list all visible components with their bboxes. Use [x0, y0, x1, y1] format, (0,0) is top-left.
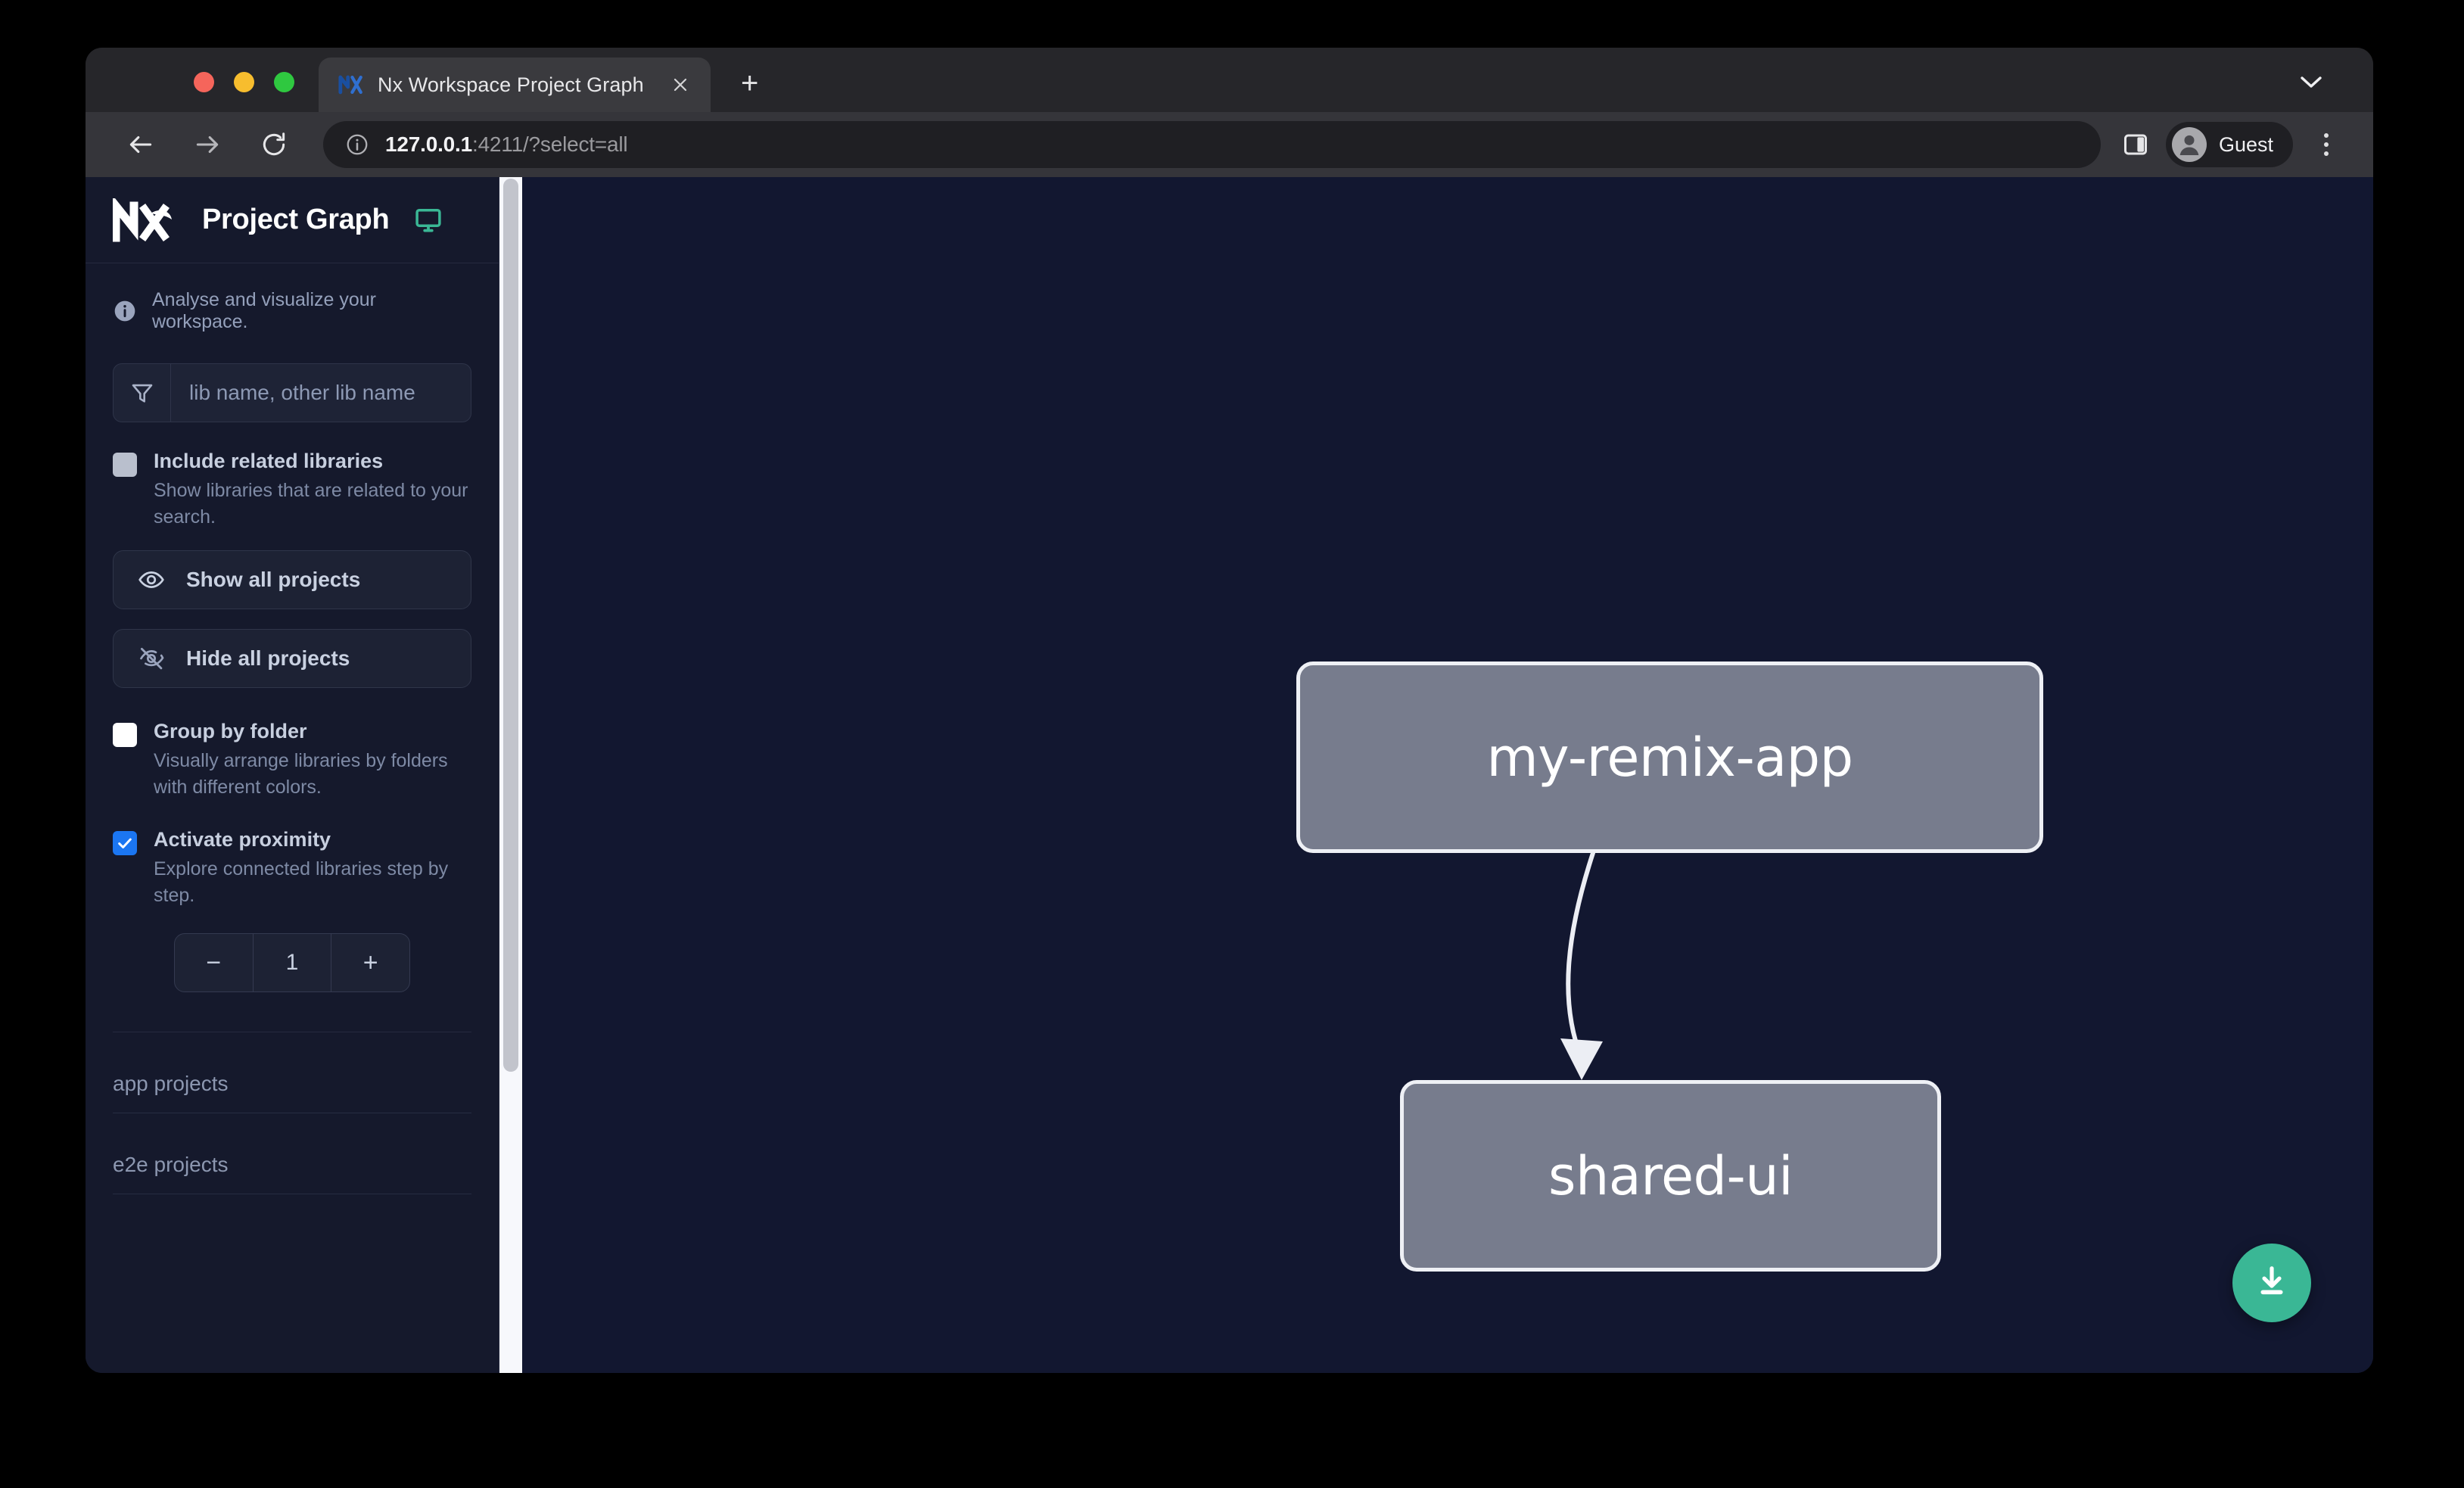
browser-tab[interactable]: Nx Workspace Project Graph	[319, 58, 711, 112]
option-description: Visually arrange libraries by folders wi…	[154, 750, 448, 798]
close-window-button[interactable]	[194, 72, 214, 92]
minimize-window-button[interactable]	[234, 72, 254, 92]
show-all-projects-label: Show all projects	[186, 568, 361, 591]
hide-all-projects-button[interactable]: Hide all projects	[113, 629, 471, 688]
sidebar-controls: lib name, other lib name Include related…	[86, 333, 499, 1032]
url-path: :4211/?select=all	[471, 132, 628, 156]
info-circle-icon	[113, 299, 137, 323]
project-graph-canvas[interactable]: my-remix-app shared-ui	[522, 177, 2373, 1373]
monitor-icon[interactable]	[413, 205, 443, 235]
page-content: Project Graph Analyse and visual	[86, 177, 2373, 1373]
option-label: Group by folder	[154, 720, 307, 742]
arrow-right-icon[interactable]	[184, 121, 231, 168]
arrow-left-icon[interactable]	[117, 121, 164, 168]
proximity-increment-button[interactable]: +	[362, 948, 378, 977]
maximize-window-button[interactable]	[274, 72, 294, 92]
url-text: 127.0.0.1:4211/?select=all	[385, 132, 628, 157]
page-title: Project Graph	[202, 204, 390, 235]
profile-name: Guest	[2218, 132, 2273, 156]
sidebar-scrollbar[interactable]	[499, 177, 522, 1373]
option-label: Activate proximity	[154, 828, 331, 851]
new-tab-button[interactable]: +	[741, 67, 759, 100]
check-icon	[118, 838, 132, 848]
url-host: 127.0.0.1	[385, 132, 472, 156]
graph-node-label: my-remix-app	[1486, 726, 1853, 789]
tagline-row: Analyse and visualize your workspace.	[86, 263, 499, 333]
hide-all-projects-label: Hide all projects	[186, 646, 350, 670]
tab-title: Nx Workspace Project Graph	[378, 73, 644, 96]
eye-off-icon	[136, 643, 166, 674]
graph-node-my-remix-app[interactable]: my-remix-app	[1296, 662, 2043, 853]
chevron-down-icon[interactable]	[2294, 69, 2328, 95]
address-bar[interactable]: 127.0.0.1:4211/?select=all	[323, 121, 2101, 168]
filter-funnel-icon	[114, 364, 171, 422]
tab-strip: Nx Workspace Project Graph +	[86, 48, 2373, 112]
project-group-title: app projects	[113, 1072, 229, 1095]
show-all-projects-button[interactable]: Show all projects	[113, 550, 471, 609]
nx-favicon-icon	[338, 72, 364, 98]
reload-icon[interactable]	[250, 121, 297, 168]
tagline-text: Analyse and visualize your workspace.	[152, 289, 376, 332]
sidebar-scrollbar-thumb[interactable]	[503, 179, 518, 1072]
info-circle-icon[interactable]	[344, 132, 370, 157]
close-icon[interactable]	[667, 71, 694, 98]
search-placeholder: lib name, other lib name	[189, 381, 415, 404]
project-group-title: e2e projects	[113, 1153, 229, 1176]
project-group-app[interactable]: app projects	[113, 1032, 471, 1113]
nx-logo-icon	[113, 198, 182, 243]
include-related-libraries-checkbox[interactable]	[113, 453, 137, 477]
sidebar-header: Project Graph	[86, 177, 499, 263]
download-icon	[2252, 1262, 2291, 1305]
side-panel-icon[interactable]	[2116, 125, 2155, 164]
graph-node-shared-ui[interactable]: shared-ui	[1400, 1080, 1941, 1272]
project-group-e2e[interactable]: e2e projects	[113, 1113, 471, 1194]
activate-proximity-checkbox[interactable]	[113, 831, 137, 855]
window-traffic-lights	[194, 72, 294, 92]
browser-window: Nx Workspace Project Graph +	[86, 48, 2373, 1373]
search-input[interactable]: lib name, other lib name	[113, 363, 471, 422]
option-group-by-folder[interactable]: Group by folder Visually arrange librari…	[113, 720, 471, 801]
group-by-folder-checkbox[interactable]	[113, 723, 137, 747]
graph-node-label: shared-ui	[1548, 1144, 1794, 1207]
proximity-stepper: − 1 +	[174, 933, 410, 992]
kebab-menu-icon[interactable]	[2307, 123, 2346, 166]
profile-chip[interactable]: Guest	[2165, 122, 2293, 167]
option-include-related-libraries[interactable]: Include related libraries Show libraries…	[113, 450, 471, 531]
sidebar: Project Graph Analyse and visual	[86, 177, 499, 1373]
account-avatar-icon	[2171, 127, 2207, 162]
proximity-value: 1	[252, 934, 332, 991]
browser-toolbar: 127.0.0.1:4211/?select=all Guest	[86, 112, 2373, 177]
option-description: Show libraries that are related to your …	[154, 480, 468, 528]
option-label: Include related libraries	[154, 450, 384, 472]
project-groups: app projects e2e projects	[86, 1032, 499, 1194]
proximity-decrement-button[interactable]: −	[206, 948, 222, 977]
download-graph-button[interactable]	[2232, 1244, 2311, 1322]
option-activate-proximity[interactable]: Activate proximity Explore connected lib…	[113, 828, 471, 909]
eye-icon	[136, 565, 166, 595]
option-description: Explore connected libraries step by step…	[154, 858, 449, 906]
